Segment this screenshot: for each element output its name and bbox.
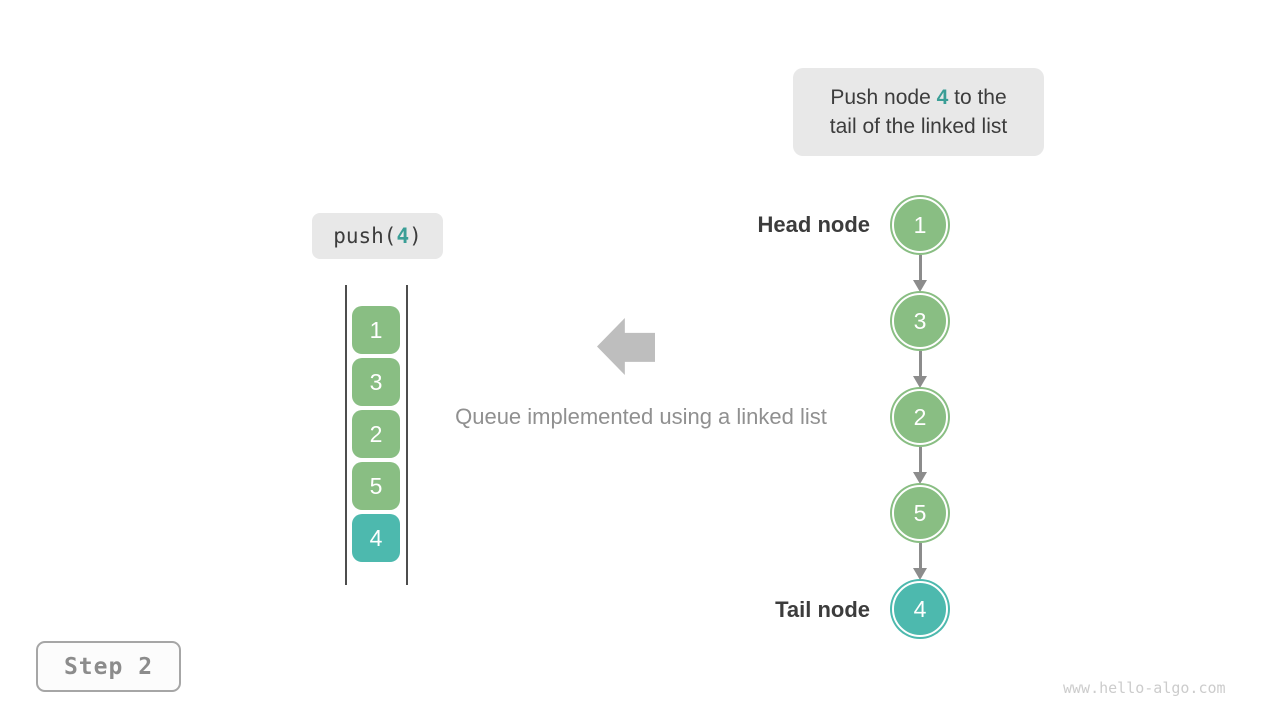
left-block-arrow-icon xyxy=(597,318,655,375)
queue-cell: 2 xyxy=(352,410,400,458)
arrow-down-icon xyxy=(913,255,927,293)
callout-text-pre: Push node xyxy=(830,86,937,109)
arrow-down-icon xyxy=(913,447,927,485)
site-watermark: www.hello-algo.com xyxy=(1063,679,1226,697)
push-call-badge: push(4) xyxy=(312,213,443,259)
linked-list-node: 3 xyxy=(892,293,948,349)
queue-cell-pushed: 4 xyxy=(352,514,400,562)
head-node-label: Head node xyxy=(757,212,870,237)
tail-node-label: Tail node xyxy=(775,597,870,622)
queue-cell: 5 xyxy=(352,462,400,510)
step-badge: Step 2 xyxy=(36,641,181,692)
queue-cell: 1 xyxy=(352,306,400,354)
queue-rail-left xyxy=(345,285,347,585)
linked-list-node-tail: 4 xyxy=(892,581,948,637)
push-call-prefix: push( xyxy=(333,224,397,248)
callout-line-2: tail of the linked list xyxy=(829,115,1008,138)
callout-text-post: to the xyxy=(948,86,1007,109)
arrow-down-icon xyxy=(913,351,927,389)
push-call-suffix: ) xyxy=(409,224,422,248)
linked-list-node: 2 xyxy=(892,389,948,445)
arrow-down-icon xyxy=(913,543,927,581)
diagram-caption: Queue implemented using a linked list xyxy=(455,404,827,429)
linked-list-node: 1 xyxy=(892,197,948,253)
callout-line-1: Push node 4 to the xyxy=(830,83,1006,112)
queue-cell: 3 xyxy=(352,358,400,406)
queue-rail-right xyxy=(406,285,408,585)
linked-list-node: 5 xyxy=(892,485,948,541)
callout-push-description: Push node 4 to the tail of the linked li… xyxy=(793,68,1044,156)
callout-node-value: 4 xyxy=(936,86,949,109)
push-call-arg: 4 xyxy=(396,224,410,248)
